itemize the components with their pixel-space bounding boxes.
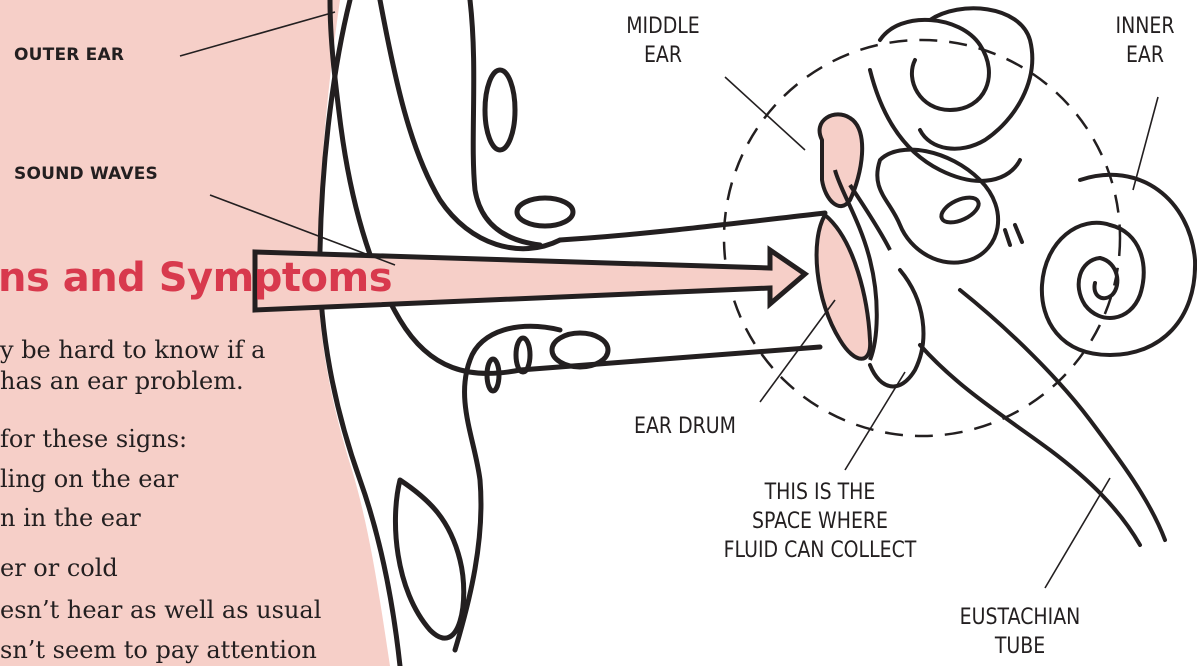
ear-outline-shape — [330, 0, 520, 373]
canal-upper-wall — [560, 213, 825, 240]
concha-outline — [470, 0, 540, 245]
body-line-3: for these signs: — [0, 425, 187, 453]
leader-eustachian — [1045, 478, 1110, 588]
semicircular-canal-3 — [870, 70, 1020, 181]
lobe-outline — [395, 480, 463, 638]
label-fluid-space: THIS IS THE SPACE WHERE FLUID CAN COLLEC… — [704, 478, 936, 565]
label-inner-ear-line-1: INNER — [1106, 12, 1183, 41]
label-eustachian-line-1: EUSTACHIAN — [943, 603, 1098, 632]
section-heading: ns and Symptoms — [0, 255, 392, 301]
nerve-bundle-strokes — [1005, 225, 1022, 245]
body-line-5: n in the ear — [0, 504, 141, 532]
body-line-7: esn’t hear as well as usual — [0, 596, 321, 624]
leader-inner-ear — [1133, 97, 1158, 190]
label-inner-ear-line-2: EAR — [1106, 41, 1183, 70]
leader-fluid-space — [845, 372, 905, 470]
label-ear-drum: EAR DRUM — [612, 412, 758, 441]
label-fluid-space-line-3: FLUID CAN COLLECT — [704, 536, 936, 565]
label-middle-ear: MIDDLE EAR — [616, 12, 711, 70]
label-eustachian-line-2: TUBE — [943, 632, 1098, 661]
body-line-1: y be hard to know if a — [0, 336, 265, 364]
label-middle-ear-line-1: MIDDLE — [616, 12, 711, 41]
antihelix-fold — [517, 198, 573, 226]
semicircular-canal-1 — [880, 20, 989, 110]
label-outer-ear: OUTER EAR — [14, 45, 124, 65]
tragus-outline — [455, 326, 560, 650]
semicircular-canal-2 — [920, 8, 1032, 148]
body-line-2: has an ear problem. — [0, 367, 244, 395]
label-fluid-space-line-1: THIS IS THE — [704, 478, 936, 507]
eustachian-tube-upper — [960, 290, 1165, 540]
body-line-4: ling on the ear — [0, 465, 178, 493]
label-inner-ear: INNER EAR — [1106, 12, 1183, 70]
label-eustachian-tube: EUSTACHIAN TUBE — [943, 603, 1098, 661]
label-sound-waves: SOUND WAVES — [14, 164, 158, 184]
ear-small-loop-1 — [516, 338, 530, 372]
oval-window — [938, 192, 983, 227]
ear-lobule-blob — [552, 333, 608, 367]
outer-ear-curve — [380, 0, 560, 249]
label-ear-drum-text: EAR DRUM — [612, 412, 758, 441]
cochlea-spiral-2 — [1094, 258, 1117, 298]
label-fluid-space-line-2: SPACE WHERE — [704, 507, 936, 536]
helix-fold-top — [485, 70, 515, 150]
cochlea-outer — [1042, 175, 1195, 355]
cochlea-spiral-1 — [1079, 225, 1144, 318]
label-middle-ear-line-2: EAR — [616, 41, 711, 70]
body-line-8: sn’t seem to pay attention — [0, 636, 317, 664]
body-line-6: er or cold — [0, 554, 118, 582]
